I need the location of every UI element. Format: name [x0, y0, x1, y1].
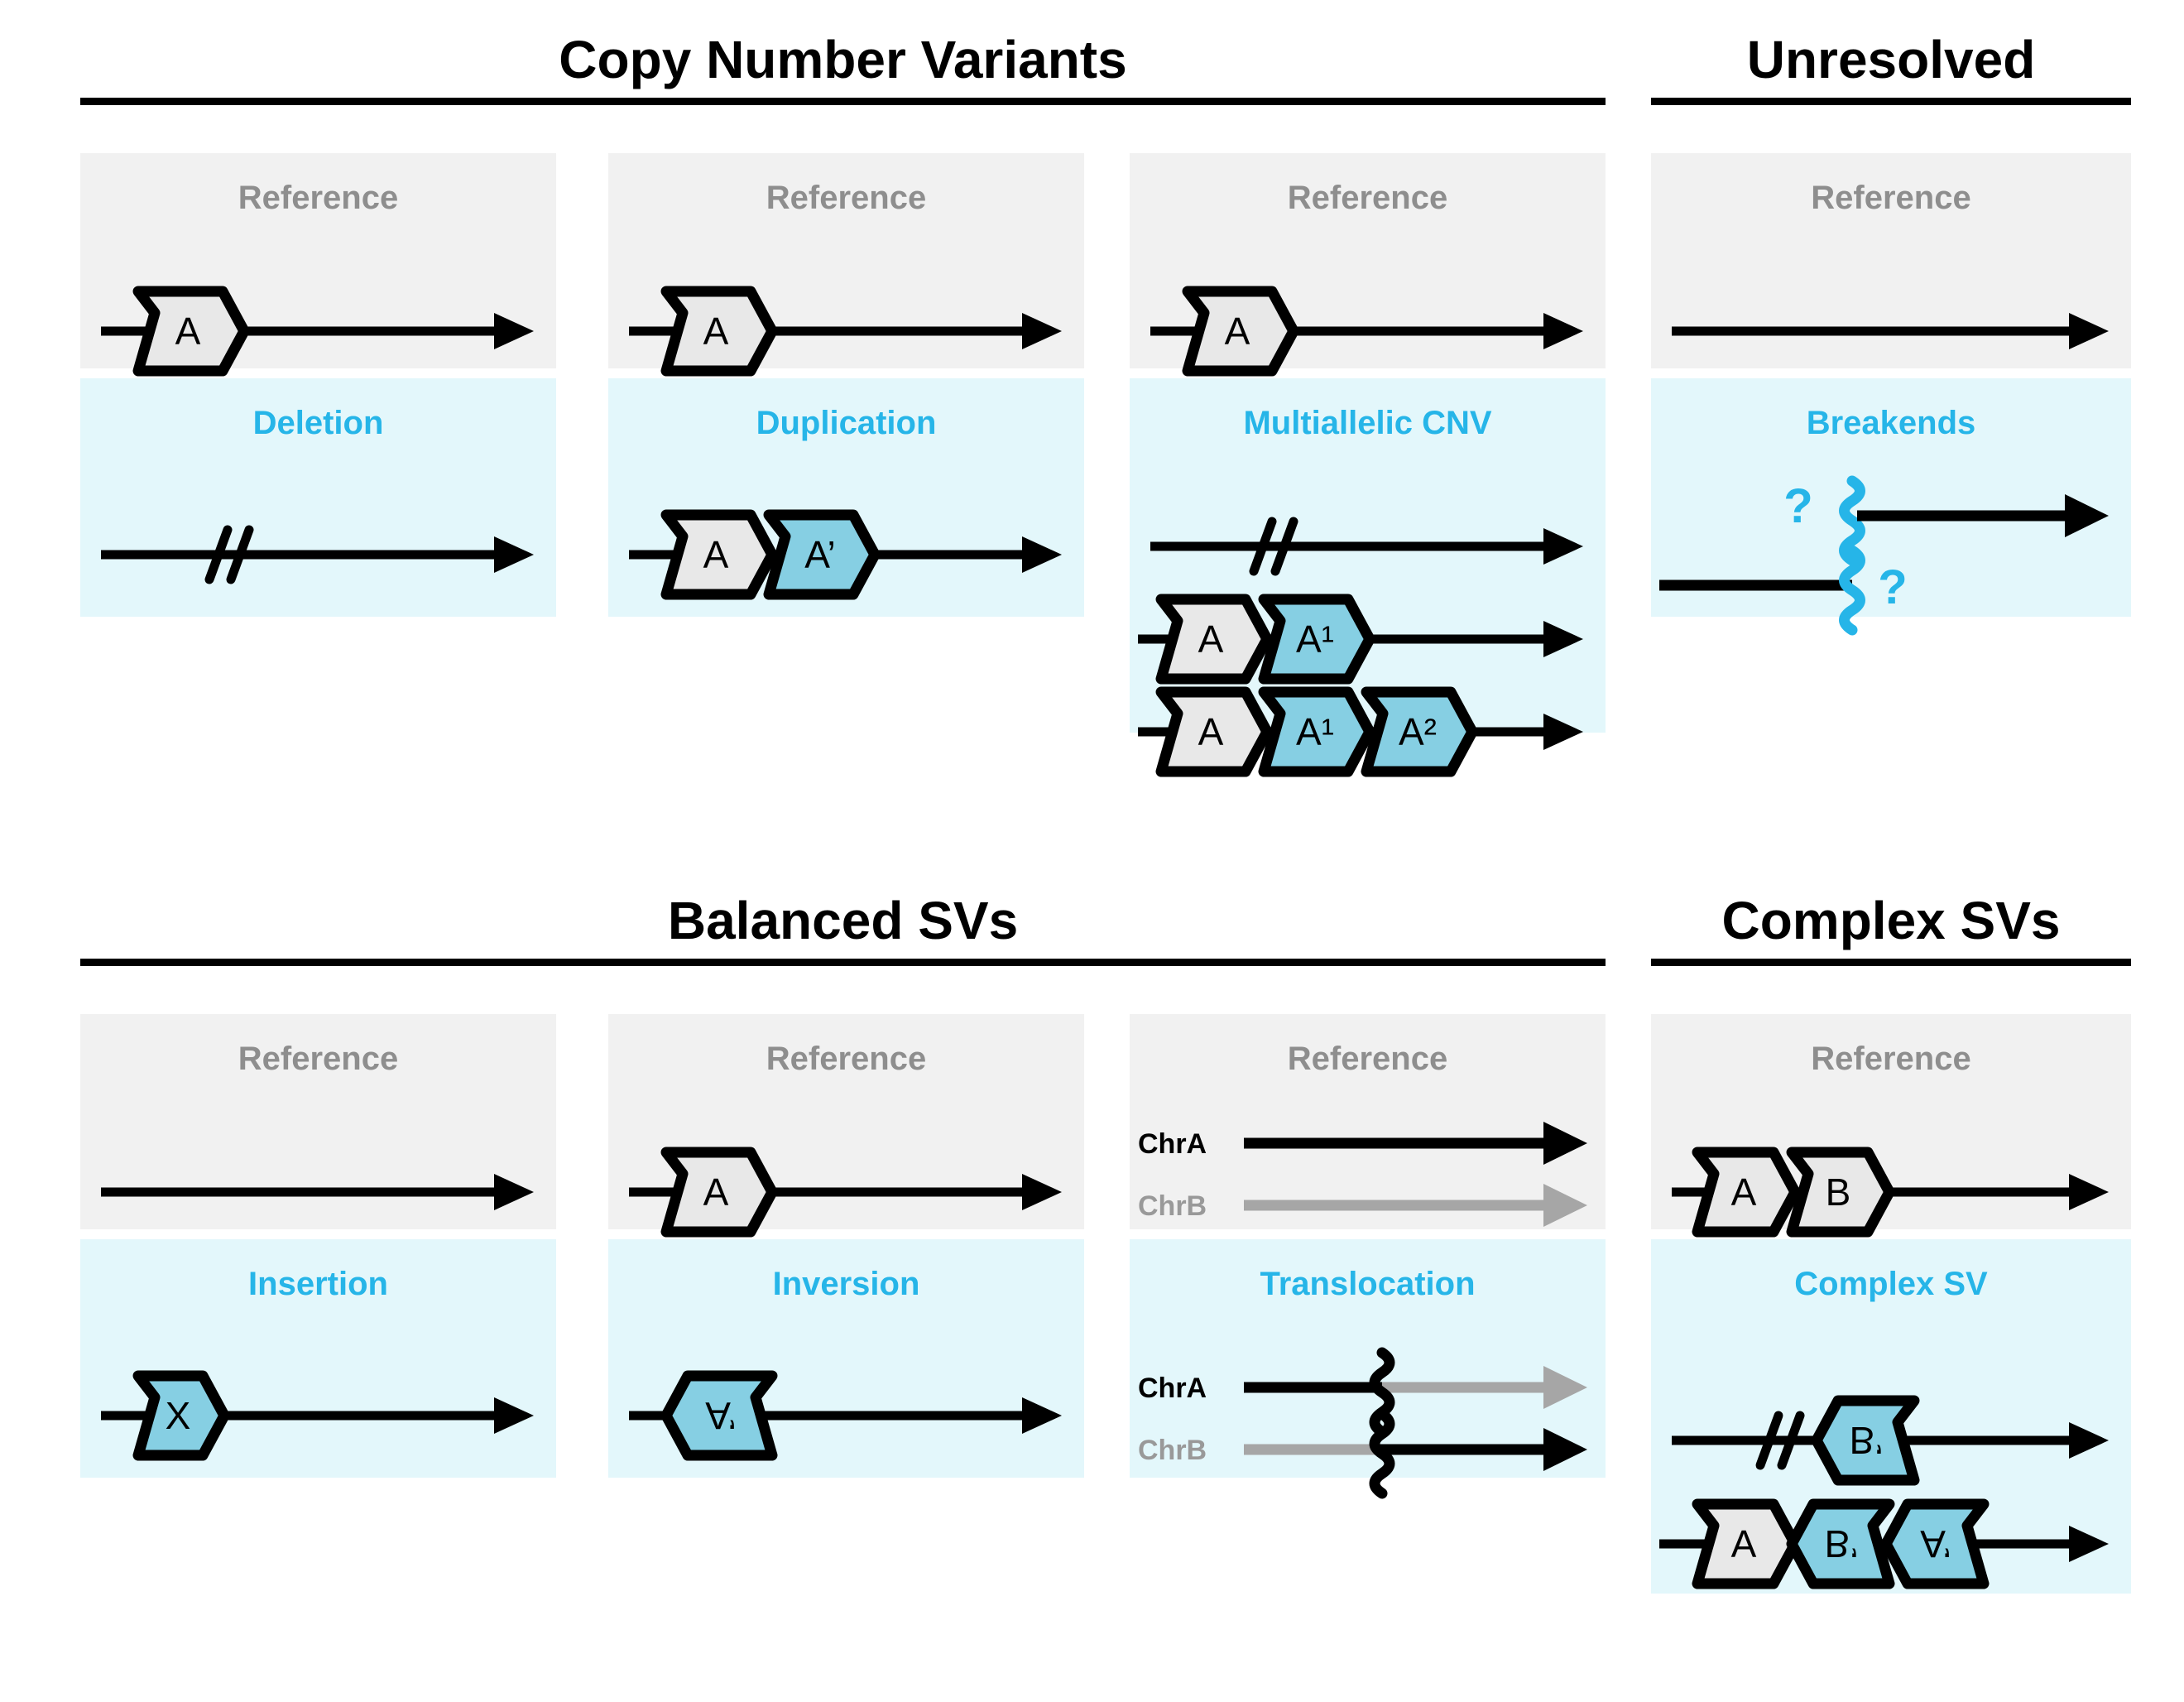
- track-variant-mcnv-row1: [1150, 517, 1583, 576]
- track-reference-deletion: A: [101, 286, 534, 377]
- variant-label-translocation: Translocation: [1260, 1266, 1476, 1302]
- track-reference-multiallelic-cnv: A: [1150, 286, 1583, 377]
- track-reference-complex-sv: A B: [1672, 1147, 2109, 1238]
- breakend-squiggle-icon: [1839, 545, 1865, 636]
- block-label: A¹: [1296, 618, 1334, 661]
- reference-label-breakends: Reference: [1811, 180, 1971, 216]
- inverted-block: A’: [1880, 1498, 1990, 1589]
- section-unresolved: Unresolved: [1651, 33, 2131, 105]
- track-variant-inversion: A’: [629, 1370, 1062, 1461]
- break-marker: [204, 525, 254, 584]
- chr-b-label-variant: ChrB: [1138, 1435, 1207, 1466]
- track-variant-mcnv-row2: A A¹: [1138, 594, 1583, 685]
- track-reference-duplication: A: [629, 286, 1062, 377]
- break-marker: [1249, 517, 1298, 576]
- breakpoint-squiggle-icon: [1369, 1408, 1395, 1499]
- panel-inversion: Reference A Inversion A’: [608, 1014, 1084, 1478]
- chr-a-label-variant: ChrA: [1138, 1373, 1207, 1404]
- section-balanced-svs: Balanced SVs: [80, 894, 1606, 966]
- section-rule-copy-number-variants: [80, 98, 1606, 105]
- block-label: A: [175, 310, 201, 353]
- chr-a-label-reference: ChrA: [1138, 1128, 1207, 1160]
- section-copy-number-variants: Copy Number Variants: [80, 33, 1606, 105]
- block-label: A: [703, 533, 729, 576]
- track-variant-complex-row1: B’: [1672, 1395, 2109, 1486]
- track-reference-insertion: [101, 1174, 534, 1210]
- panel-breakends: Reference Breakends ? ?: [1651, 153, 2131, 636]
- reference-label-inversion: Reference: [766, 1041, 927, 1077]
- breakpoint-squiggle-icon: [1369, 1347, 1395, 1438]
- variant-band-translocation: [1130, 1239, 1606, 1478]
- track-reference-inversion: A: [629, 1147, 1062, 1238]
- section-rule-unresolved: [1651, 98, 2131, 105]
- block-label: A: [1731, 1171, 1757, 1214]
- block-label: X: [166, 1394, 191, 1437]
- block-label: A: [703, 310, 729, 353]
- breakend-squiggle-icon: [1839, 475, 1865, 566]
- block-label: A: [1198, 618, 1224, 661]
- panel-deletion: Reference A Deletion: [80, 153, 556, 617]
- block-label: A’: [1920, 1522, 1951, 1565]
- panel-insertion: Reference Insertion X: [80, 1014, 556, 1478]
- block-label: A’: [804, 533, 836, 576]
- chr-b-label-reference: ChrB: [1138, 1190, 1207, 1222]
- variant-band-deletion: [80, 378, 556, 617]
- track-variant-breakends: ? ?: [1659, 475, 2109, 636]
- block-label: B’: [1850, 1419, 1884, 1462]
- track-variant-insertion: X: [101, 1370, 534, 1461]
- panel-multiallelic-cnv: Reference A Multiallelic CNV A A¹: [1130, 153, 1606, 777]
- block-label: A¹: [1296, 710, 1334, 753]
- inverted-block: B’: [1811, 1395, 1920, 1486]
- reference-label-insertion: Reference: [238, 1041, 399, 1077]
- reference-band-translocation: [1130, 1014, 1606, 1229]
- variant-label-complex-sv: Complex SV: [1794, 1266, 1988, 1302]
- track-reference-breakends: [1672, 313, 2109, 349]
- variant-band-breakends: [1651, 378, 2131, 617]
- track-variant-mcnv-row3: A A¹ A²: [1138, 686, 1583, 777]
- block-label: B’: [1825, 1522, 1859, 1565]
- track-variant-duplication: A A’: [629, 509, 1062, 600]
- block-label: A: [703, 1171, 729, 1214]
- section-title-complex-svs: Complex SVs: [1721, 891, 2061, 950]
- variant-label-duplication: Duplication: [756, 405, 937, 441]
- variant-label-deletion: Deletion: [252, 405, 384, 441]
- block-label: B: [1826, 1171, 1851, 1214]
- break-marker: [1755, 1411, 1805, 1470]
- reference-label-multiallelic-cnv: Reference: [1287, 180, 1448, 216]
- inverted-block: A’: [660, 1370, 778, 1461]
- reference-label-complex-sv: Reference: [1811, 1041, 1971, 1077]
- variant-label-breakends: Breakends: [1806, 405, 1976, 441]
- section-rule-balanced-svs: [80, 959, 1606, 966]
- inverted-block: B’: [1786, 1498, 1895, 1589]
- variant-label-multiallelic-cnv: Multiallelic CNV: [1243, 405, 1492, 441]
- section-title-unresolved: Unresolved: [1746, 30, 2036, 89]
- section-title-copy-number-variants: Copy Number Variants: [559, 30, 1127, 89]
- variant-label-inversion: Inversion: [772, 1266, 920, 1302]
- track-variant-deletion: [101, 525, 534, 584]
- reference-label-deletion: Reference: [238, 180, 399, 216]
- track-reference-translocation: [1244, 1122, 1587, 1227]
- track-variant-complex-row2: A B’ A’: [1659, 1498, 2109, 1589]
- block-label: A²: [1399, 710, 1437, 753]
- block-label: A: [1198, 710, 1224, 753]
- section-title-balanced-svs: Balanced SVs: [667, 891, 1019, 950]
- section-rule-complex-svs: [1651, 959, 2131, 966]
- track-variant-translocation: [1244, 1347, 1587, 1499]
- block-label: A: [1225, 310, 1250, 353]
- panel-complex-sv: Reference A B Complex SV B’: [1651, 1014, 2131, 1594]
- reference-label-duplication: Reference: [766, 180, 927, 216]
- variant-label-insertion: Insertion: [248, 1266, 388, 1302]
- block-label: A’: [705, 1394, 737, 1437]
- reference-label-translocation: Reference: [1287, 1041, 1448, 1077]
- block-label: A: [1731, 1522, 1757, 1565]
- panel-duplication: Reference A Duplication A A’: [608, 153, 1084, 617]
- question-mark-icon: ?: [1783, 479, 1812, 533]
- section-complex-svs: Complex SVs: [1651, 894, 2131, 966]
- panel-translocation: Reference ChrA ChrB Translocation ChrA C…: [1130, 1014, 1606, 1499]
- question-mark-icon: ?: [1878, 560, 1907, 614]
